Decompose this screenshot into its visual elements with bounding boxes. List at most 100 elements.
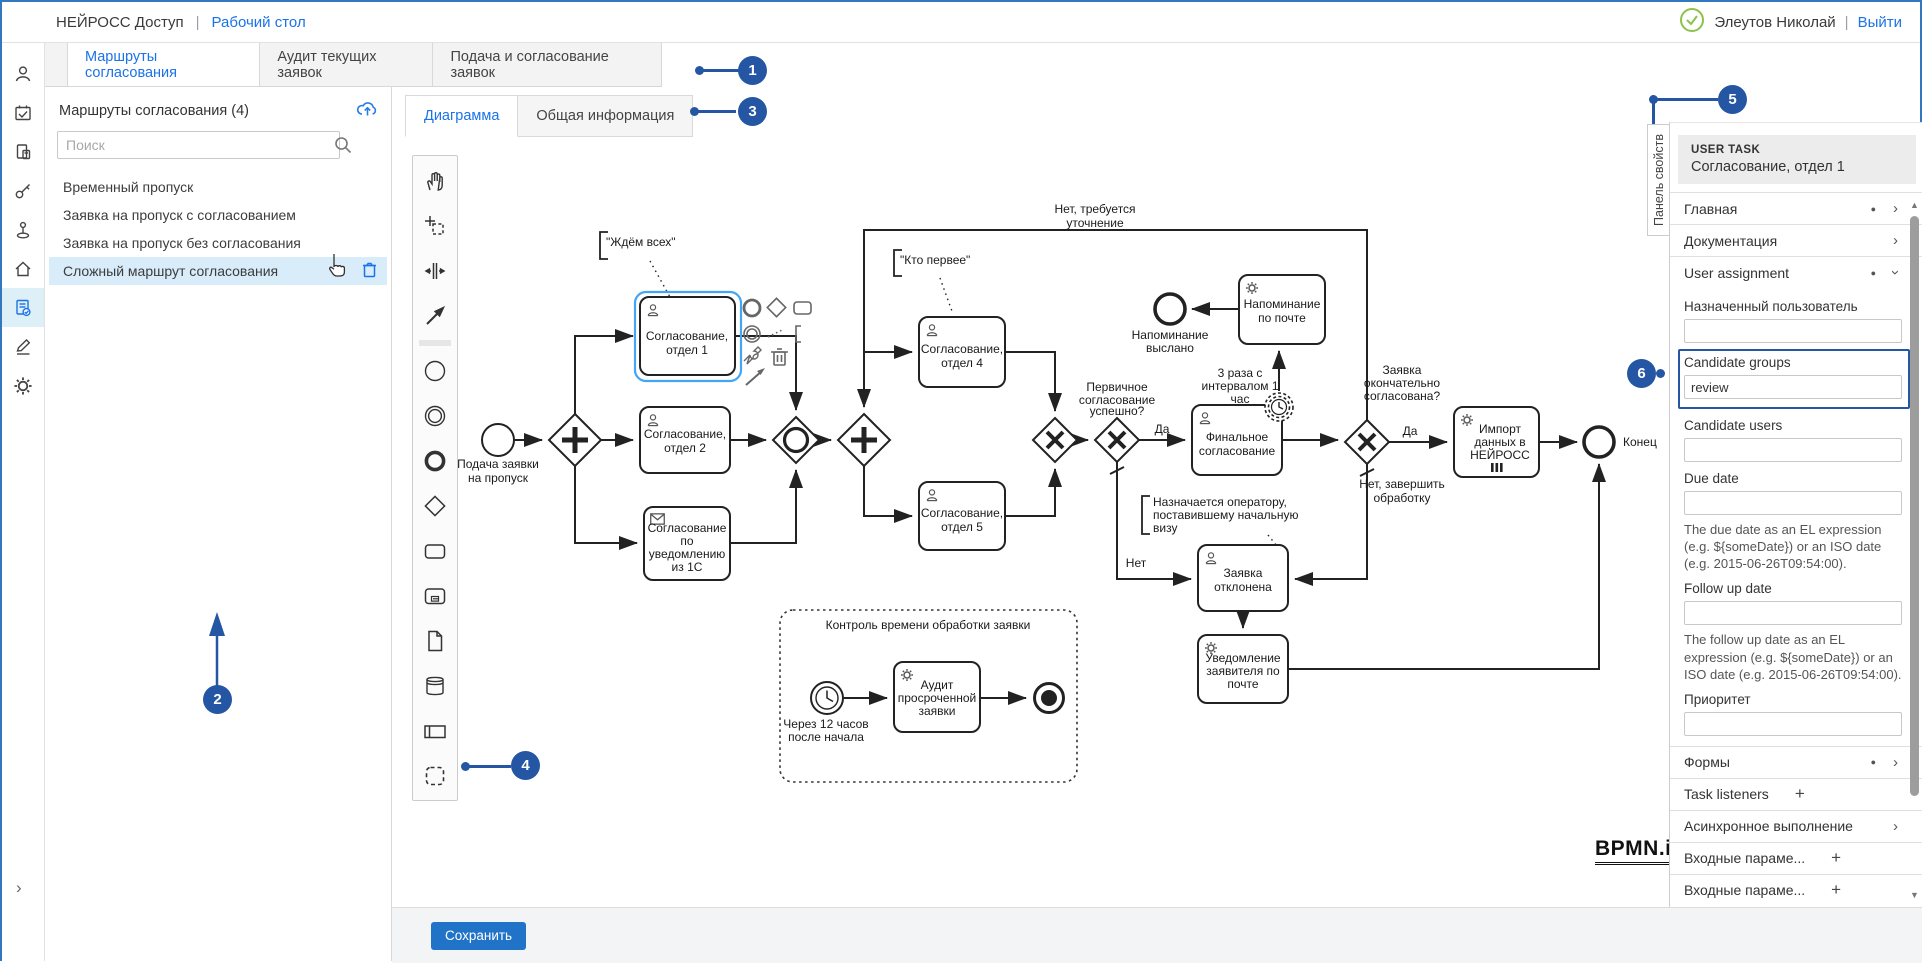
user-task-dept1-selected[interactable]: Согласование, отдел 1 (633, 290, 743, 383)
section-input-params-2[interactable]: Входные параме... + (1670, 873, 1922, 906)
section-forms[interactable]: Формы ● › (1670, 745, 1922, 778)
route-item[interactable]: Заявка на пропуск с согласованием (63, 207, 296, 223)
global-connect-tool[interactable] (413, 293, 457, 338)
pass-icon[interactable] (2, 132, 44, 171)
assignee-input[interactable] (1684, 319, 1902, 343)
routes-doc-icon[interactable] (2, 288, 44, 327)
edit-icon[interactable] (2, 327, 44, 366)
annotation-wait-all[interactable]: "Ждём всех" (599, 231, 676, 260)
user-task-rejected[interactable]: Заявка отклонена (1197, 544, 1289, 612)
group-time-control[interactable]: Контроль времени обработки заявки (779, 609, 1078, 783)
calendar-icon[interactable] (2, 93, 44, 132)
tab-diagram[interactable]: Диаграмма (405, 95, 519, 137)
create-start-event[interactable] (413, 348, 457, 393)
parallel-gateway-2[interactable] (836, 412, 892, 468)
add-item-icon[interactable]: + (1794, 784, 1805, 804)
service-task-import[interactable]: Импорт данных в НЕЙРОСС (1453, 406, 1540, 478)
hand-tool[interactable] (413, 158, 457, 203)
user-task-dept4[interactable]: Согласование, отдел 4 (918, 316, 1006, 388)
tab-submit[interactable]: Подача и согласование заявок (433, 43, 662, 86)
scroll-up-icon[interactable]: ▲ (1910, 200, 1919, 210)
create-task[interactable] (413, 528, 457, 573)
bpmn-io-logo[interactable]: BPMN.iO (1595, 837, 1689, 865)
create-group[interactable] (413, 753, 457, 798)
create-data-store[interactable] (413, 663, 457, 708)
search-icon[interactable] (333, 135, 353, 160)
follow-up-input[interactable] (1684, 601, 1902, 626)
exclusive-gateway-primary[interactable]: Первичное согласование успешно? (1079, 380, 1156, 464)
candidate-users-input[interactable] (1684, 438, 1902, 462)
section-documentation[interactable]: Документация › (1670, 224, 1922, 256)
user-task-final-approval[interactable]: Финальное согласование (1191, 404, 1283, 476)
no-label-1: Нет (1126, 556, 1147, 570)
create-data-object[interactable] (413, 618, 457, 663)
scrollbar-thumb[interactable] (1910, 216, 1919, 796)
settings-icon[interactable] (2, 366, 44, 405)
section-user-assignment[interactable]: User assignment ● › (1670, 256, 1922, 288)
delete-route-icon[interactable] (362, 261, 377, 281)
priority-input[interactable] (1684, 711, 1902, 736)
annotation-operator[interactable]: Назначается оператору, поставившему нача… (1141, 495, 1299, 535)
candidate-users-label: Candidate users (1684, 418, 1783, 433)
service-task-mail-reminder[interactable]: Напоминание по почте (1238, 274, 1326, 345)
home-icon[interactable] (2, 249, 44, 288)
timer-start-event[interactable]: Через 12 часов после начала (783, 681, 869, 744)
append-gateway-icon (766, 297, 787, 318)
service-task-audit[interactable]: Аудит просроченной заявки (893, 661, 981, 733)
exclusive-gateway-final[interactable]: Заявка окончательно согласована? (1343, 363, 1440, 466)
exclusive-gateway-join[interactable] (1031, 416, 1079, 464)
create-end-event[interactable] (413, 438, 457, 483)
section-async[interactable]: Асинхронное выполнение › (1670, 809, 1922, 842)
callout-5: 5 (1718, 85, 1747, 114)
end-event-reminder-sent[interactable]: Напоминание выслано (1132, 292, 1209, 355)
create-intermediate-event[interactable] (413, 393, 457, 438)
element-header: USER TASK Согласование, отдел 1 (1678, 135, 1916, 184)
candidate-groups-input[interactable] (1684, 375, 1902, 399)
key-icon[interactable] (2, 171, 44, 210)
user-task-dept5[interactable]: Согласование, отдел 5 (918, 481, 1006, 551)
boundary-timer-event[interactable]: 3 раза с интервалом 1 час (1201, 366, 1294, 422)
parallel-gateway-split[interactable] (547, 412, 603, 468)
section-main[interactable]: Главная ● › (1670, 192, 1922, 224)
service-task-notify-applicant[interactable]: Уведомление заявителя по почте (1197, 634, 1289, 704)
start-event-request[interactable]: Подача заявки на пропуск (457, 423, 539, 485)
person-point-icon[interactable] (2, 210, 44, 249)
create-gateway[interactable] (413, 483, 457, 528)
inclusive-gateway-join[interactable] (771, 415, 821, 465)
tab-audit[interactable]: Аудит текущих заявок (260, 43, 434, 86)
logout-link[interactable]: Выйти (1857, 13, 1902, 31)
route-item[interactable]: Заявка на пропуск без согласования (63, 235, 301, 251)
search-input[interactable] (57, 131, 340, 159)
svg-text:обработку: обработку (1373, 491, 1430, 505)
bpmn-canvas[interactable]: Подача заявки на пропуск Первичное согла… (392, 137, 1922, 907)
due-date-input[interactable] (1684, 491, 1902, 515)
tab-general-info[interactable]: Общая информация (518, 95, 694, 137)
tab-routes[interactable]: Маршруты согласования (67, 43, 261, 86)
end-event-finish[interactable]: Конец (1582, 425, 1657, 459)
upload-cloud-icon[interactable] (356, 99, 379, 122)
add-item-icon[interactable]: + (1831, 880, 1842, 900)
add-item-icon[interactable]: + (1831, 848, 1842, 868)
create-participant[interactable] (413, 708, 457, 753)
svg-text:почте: почте (1227, 677, 1259, 691)
user-icon[interactable] (2, 54, 44, 93)
properties-panel-tab[interactable]: Панель свойств (1647, 124, 1670, 236)
bpmn-diagram[interactable]: Подача заявки на пропуск Первичное согла… (392, 137, 1669, 907)
user-name: Элеутов Николай (1714, 13, 1836, 31)
properties-scrollbar[interactable]: ▲ ▼ (1909, 200, 1921, 902)
annotation-who-first[interactable]: "Кто первее" (893, 249, 970, 277)
user-task-dept2[interactable]: Согласование, отдел 2 (639, 406, 731, 474)
scroll-down-icon[interactable]: ▼ (1910, 890, 1919, 900)
save-button[interactable]: Сохранить (431, 921, 527, 950)
create-subprocess[interactable] (413, 573, 457, 618)
terminate-end-event[interactable] (1033, 682, 1065, 714)
context-pad[interactable] (742, 297, 812, 386)
lasso-tool[interactable] (413, 203, 457, 248)
workspace-link[interactable]: Рабочий стол (211, 13, 306, 31)
section-task-listeners[interactable]: Task listeners + (1670, 777, 1922, 810)
route-item[interactable]: Временный пропуск (63, 179, 194, 195)
section-input-params-1[interactable]: Входные параме... + (1670, 841, 1922, 874)
space-tool[interactable] (413, 248, 457, 293)
receive-task-1c[interactable]: Согласование по уведомлению из 1С (643, 506, 731, 581)
rail-expand-chevron-icon[interactable]: › (16, 878, 22, 897)
